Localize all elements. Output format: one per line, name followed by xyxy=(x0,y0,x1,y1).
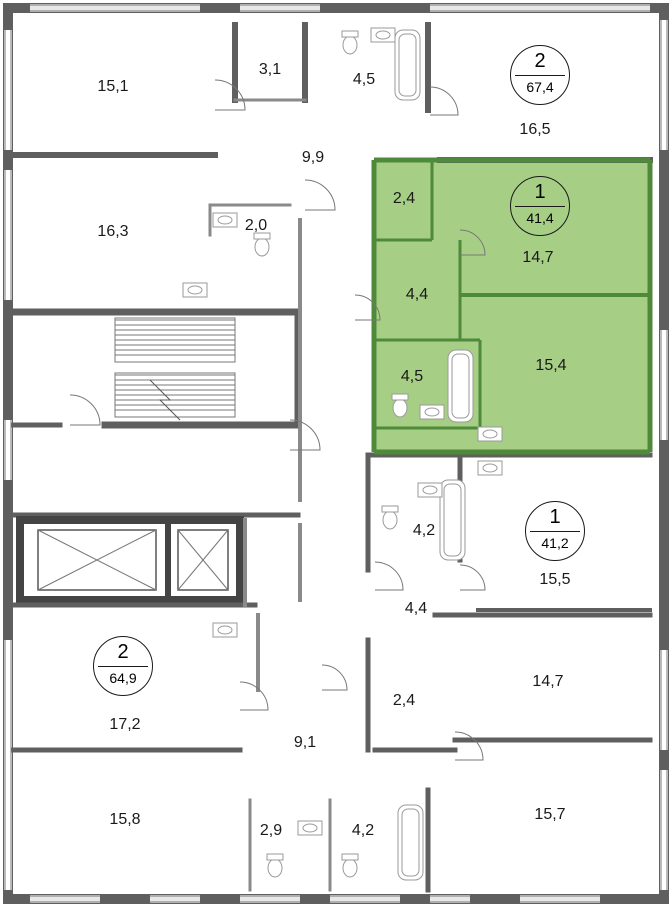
stair-icon xyxy=(114,317,236,421)
door-swing-icon xyxy=(69,79,486,761)
room-area-label: 15,4 xyxy=(535,357,567,374)
room-area-label: 2,4 xyxy=(392,692,416,709)
room-area-label: 15,5 xyxy=(539,571,571,588)
apartment-area: 41,2 xyxy=(541,535,569,551)
room-area-label: 15,1 xyxy=(97,78,129,95)
apartment-badge[interactable]: 2 64,9 xyxy=(93,636,153,696)
room-area-label: 4,5 xyxy=(352,71,376,88)
room-area-label: 9,9 xyxy=(301,149,325,166)
apartment-rooms: 2 xyxy=(534,50,546,72)
apartment-rooms: 1 xyxy=(549,506,561,528)
apartment-badge[interactable]: 2 67,4 xyxy=(510,45,570,105)
apartment-area: 64,9 xyxy=(109,670,137,686)
room-area-label: 3,1 xyxy=(258,61,282,78)
apartment-rooms: 2 xyxy=(117,641,129,663)
bathtub-icon xyxy=(394,29,474,881)
room-area-label: 4,2 xyxy=(351,822,375,839)
selected-apartment-walls xyxy=(371,157,653,455)
room-area-label: 14,7 xyxy=(532,673,564,690)
room-area-label: 4,5 xyxy=(400,368,424,385)
room-area-label: 4,4 xyxy=(404,600,428,617)
room-area-label: 4,4 xyxy=(405,286,429,303)
apartment-badge[interactable]: 1 41,2 xyxy=(525,501,585,561)
room-area-label: 2,0 xyxy=(244,217,268,234)
apartment-area: 41,4 xyxy=(526,210,554,226)
selected-apartment-fill[interactable] xyxy=(374,160,650,452)
room-area-label: 2,9 xyxy=(259,822,283,839)
room-area-label: 16,3 xyxy=(97,223,129,240)
apartment-rooms: 1 xyxy=(534,181,546,203)
room-area-label: 15,8 xyxy=(109,811,141,828)
room-area-label: 14,7 xyxy=(522,249,554,266)
sink-icon xyxy=(182,27,503,836)
apartment-badge-selected[interactable]: 1 41,4 xyxy=(510,176,570,236)
room-area-label: 9,1 xyxy=(293,734,317,751)
windows xyxy=(4,4,668,903)
apartment-area: 67,4 xyxy=(526,79,554,95)
toilet-icon xyxy=(253,30,409,878)
room-area-label: 16,5 xyxy=(519,121,551,138)
room-area-label: 15,7 xyxy=(534,806,566,823)
room-area-label: 4,2 xyxy=(412,522,436,539)
interior-walls xyxy=(10,22,653,893)
room-area-label: 17,2 xyxy=(109,716,141,733)
elevator-icon xyxy=(37,529,229,591)
room-area-label: 2,4 xyxy=(392,190,416,207)
